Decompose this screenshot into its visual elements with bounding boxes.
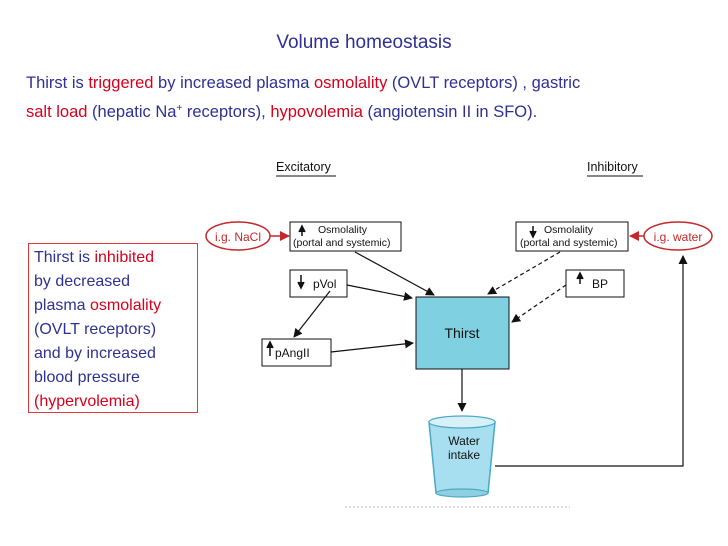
water-glass-rim [428, 415, 496, 429]
intro-text-5: receptors), [182, 103, 271, 121]
osmolality-right-line1: Osmolality [544, 224, 594, 236]
intro-text-3: (OVLT receptors) , gastric [387, 74, 581, 92]
triggered-word: triggered [88, 74, 154, 92]
water-glass-base [435, 488, 489, 498]
water-feedback-arrow [495, 255, 688, 467]
inhibit-line6: blood pressure [34, 369, 140, 386]
arrow-down-icon [297, 275, 305, 290]
inhibit-line5: and by increased [34, 345, 156, 362]
excitatory-label: Excitatory [276, 160, 332, 174]
intro-text-4: (hepatic Na [87, 103, 177, 121]
pangii-label: pAngII [275, 346, 310, 360]
hypervolemia-word: (hypervolemia) [34, 393, 140, 410]
intro-text-1: Thirst is [26, 74, 89, 92]
thirst-label: Thirst [445, 325, 480, 341]
intro-text-6: (angiotensin II in SFO). [362, 103, 538, 121]
arrow-down-icon [529, 226, 537, 239]
pvol-to-thirst-arrow [346, 284, 413, 301]
osmolality-increase-box [289, 221, 402, 252]
osmolality-inhibit-arrow [487, 251, 561, 295]
inhibit-osmolality-word: osmolality [90, 297, 162, 314]
inhibit-line2: by decreased [34, 273, 131, 290]
osmolality-decrease-box [515, 221, 629, 252]
osmolality-right-line2: (portal and systemic) [520, 237, 617, 249]
inhibited-word: inhibited [94, 249, 155, 266]
bp-inhibit-arrow [511, 284, 567, 323]
osmolality-left-line1: Osmolality [318, 224, 368, 236]
bp-box [565, 269, 625, 298]
pangii-box [261, 338, 332, 367]
thirst-box [415, 296, 510, 370]
osmolality-left-line2: (portal and systemic) [293, 237, 390, 249]
water-intake-line1: Water [448, 434, 480, 448]
plus-superscript: + [176, 103, 183, 114]
salt-load-word: salt load [26, 103, 88, 121]
arrow-up-icon [576, 271, 584, 284]
inhibitory-label: Inhibitory [587, 160, 638, 174]
ig-water-label: i.g. water [654, 230, 703, 244]
pvol-label: pVol [313, 277, 336, 291]
ig-nacl-label: i.g. NaCl [215, 230, 261, 244]
osmolality-word: osmolality [313, 74, 388, 92]
arrow-up-icon [266, 340, 274, 356]
inhibit-line1-a: Thirst is [34, 249, 95, 266]
pvol-to-pangii-arrow [293, 290, 331, 338]
intro-text: Thirst is triggered by increased plasma … [26, 71, 716, 125]
pangii-to-thirst-arrow [330, 339, 414, 353]
inhibit-line4: (OVLT receptors) [34, 321, 157, 338]
inhibition-note-box: Thirst is inhibited by decreased plasma … [28, 243, 198, 413]
arrow-up-icon [298, 224, 306, 236]
water-intake-line2: intake [448, 448, 480, 462]
hypovolemia-word: hypovolemia [270, 103, 363, 121]
osmolality-to-thirst-arrow [354, 251, 435, 296]
bp-label: BP [592, 277, 608, 291]
page-title: Volume homeostasis [276, 32, 452, 53]
inhibit-line3-a: plasma [34, 297, 91, 314]
intro-text-2: by increased plasma [153, 74, 314, 92]
